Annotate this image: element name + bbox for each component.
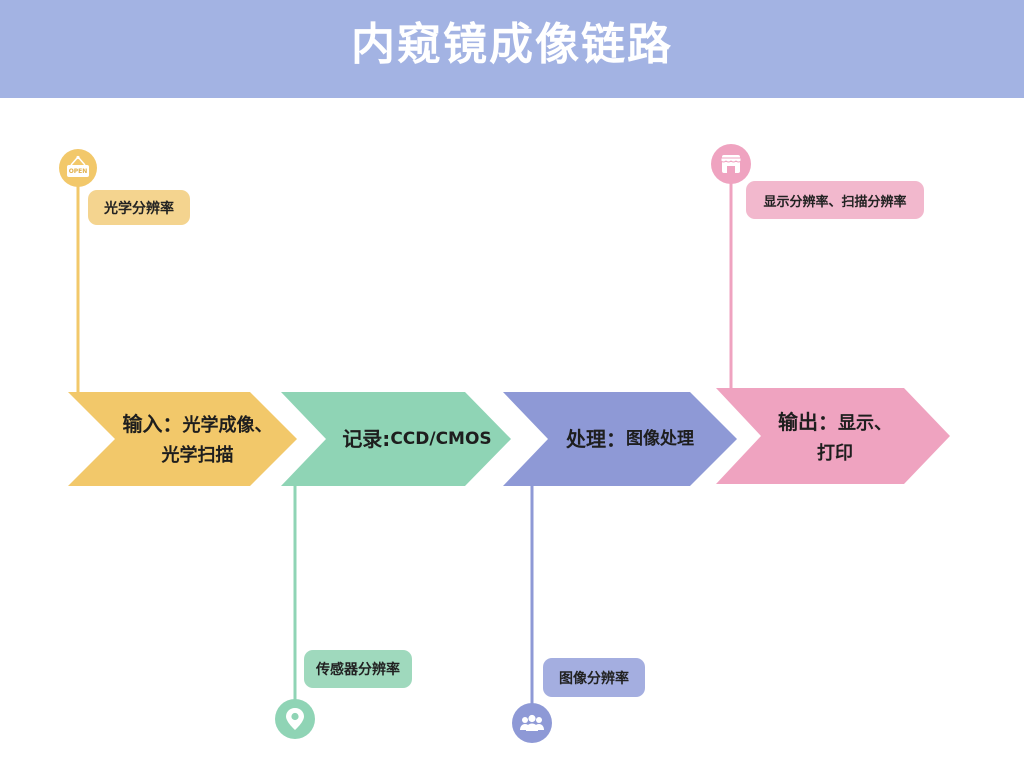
stage-record-line1: CCD/CMOS: [390, 429, 492, 449]
tag-optical-resolution: 光学分辨率: [88, 190, 190, 225]
stage-process-line1: 图像处理: [626, 429, 694, 449]
open-sign-text: OPEN: [68, 168, 88, 175]
stage-output-label: 输出：显示、 打印: [750, 400, 920, 476]
stage-output-title: 输出：: [778, 410, 838, 434]
stage-output-line2: 打印: [817, 443, 853, 464]
process-arrow: [503, 392, 737, 486]
location-pin-icon: [275, 699, 315, 739]
open-sign-icon: OPEN: [59, 149, 97, 187]
stage-input-line2: 光学扫描: [161, 445, 234, 466]
record-arrow: [281, 392, 511, 486]
stage-output-line1: 显示、: [838, 413, 892, 434]
stage-process-title: 处理：: [566, 427, 626, 451]
tag-image-resolution: 图像分辨率: [543, 658, 645, 697]
tag-sensor-resolution: 传感器分辨率: [304, 650, 412, 688]
stage-input-label: 输入：光学成像、 光学扫描: [100, 402, 295, 478]
store-icon: [711, 144, 751, 184]
stage-record-label: 记录:CCD/CMOS: [322, 420, 512, 458]
stage-input-title: 输入：: [122, 412, 183, 436]
tag-display-scan-resolution: 显示分辨率、扫描分辨率: [746, 181, 924, 219]
input-arrow: [68, 392, 297, 486]
stage-input-line1: 光学成像、: [182, 415, 273, 436]
output-arrow: [716, 388, 950, 484]
page-title: 内窥镜成像链路: [351, 19, 673, 70]
header-banner: [0, 0, 1024, 98]
people-group-icon: [512, 703, 552, 743]
stage-record-title: 记录:: [342, 427, 391, 451]
stage-process-label: 处理：图像处理: [540, 420, 720, 458]
